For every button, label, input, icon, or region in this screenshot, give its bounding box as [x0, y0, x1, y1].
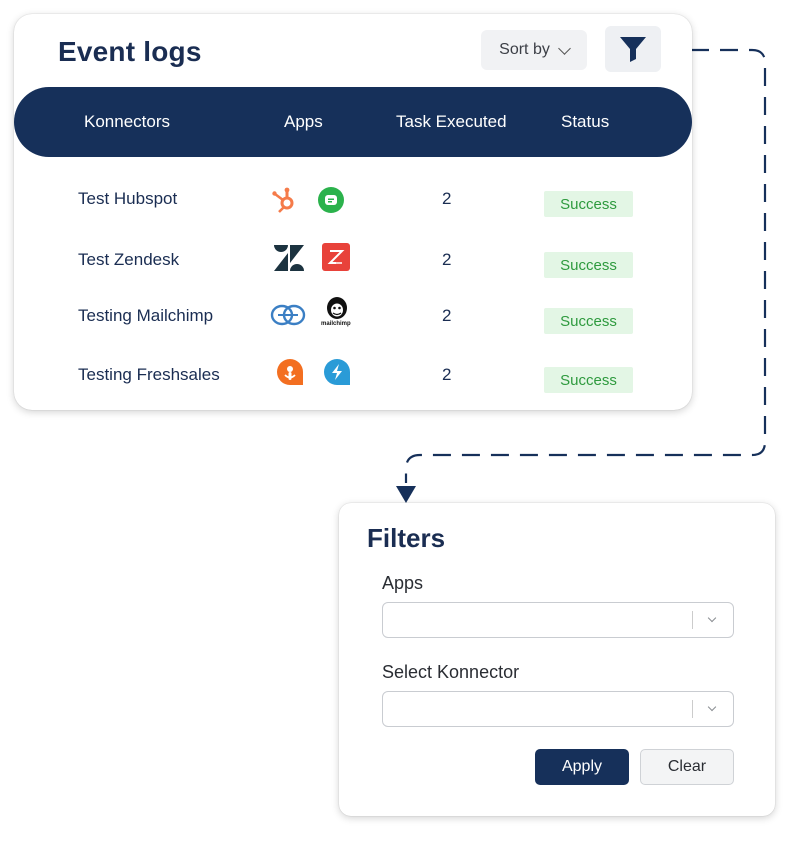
clear-button[interactable]: Clear	[640, 749, 734, 785]
apply-button[interactable]: Apply	[535, 749, 629, 785]
konnector-name: Testing Mailchimp	[78, 306, 214, 325]
zendesk-icon	[274, 245, 304, 271]
filter-icon	[620, 37, 646, 62]
filter-button[interactable]	[605, 26, 661, 72]
konnector-name: Test Hubspot	[78, 189, 178, 208]
konnector-name: Testing Freshsales	[78, 365, 220, 384]
page-title: Event logs	[58, 36, 202, 67]
chevron-down-icon	[707, 702, 717, 712]
task-count: 2	[442, 189, 452, 208]
table-row[interactable]: Testing Freshsales 2 Success	[14, 355, 692, 395]
task-count: 2	[442, 306, 452, 325]
hubspot-icon	[272, 187, 294, 213]
sync-icon	[270, 304, 306, 326]
table-row[interactable]: Test Hubspot 2 Success	[14, 179, 692, 219]
status-badge: Success	[544, 252, 633, 278]
apps-label: Apps	[382, 573, 424, 593]
mailchimp-wordmark: mailchimp	[321, 321, 351, 327]
freshsales-icon	[277, 359, 303, 385]
select-divider	[692, 611, 693, 629]
apps-select[interactable]	[382, 602, 734, 638]
status-badge: Success	[544, 191, 633, 217]
freshchat-icon	[318, 187, 344, 213]
column-header-konnectors: Konnectors	[84, 112, 170, 131]
filters-panel: Filters Apps Select Konnector Apply Clea…	[339, 503, 775, 816]
table-row[interactable]: Test Zendesk 2 Success	[14, 240, 692, 280]
event-logs-card: Event logs Sort by Konnectors Apps Task …	[14, 14, 692, 410]
konnector-label: Select Konnector	[382, 662, 520, 682]
konnector-name: Test Zendesk	[78, 250, 180, 269]
chevron-down-icon	[707, 613, 717, 623]
status-badge: Success	[544, 367, 633, 393]
column-header-status: Status	[561, 112, 610, 131]
filters-title: Filters	[367, 523, 446, 553]
status-badge: Success	[544, 308, 633, 334]
mailchimp-icon: mailchimp	[321, 294, 352, 334]
column-header-task-executed: Task Executed	[396, 112, 507, 131]
sort-by-button[interactable]: Sort by	[481, 30, 587, 70]
column-header-apps: Apps	[284, 112, 323, 131]
chevron-down-icon	[557, 41, 571, 55]
task-count: 2	[442, 250, 452, 269]
konnector-select[interactable]	[382, 691, 734, 727]
table-row[interactable]: Testing Mailchimp mailchimp 2 Success	[14, 296, 692, 336]
table-header: Konnectors Apps Task Executed Status	[14, 87, 692, 157]
zoho-icon	[322, 243, 350, 271]
freshdesk-icon	[324, 359, 350, 385]
sort-by-label: Sort by	[499, 41, 550, 58]
mailchimp-logo-icon	[327, 297, 347, 319]
select-divider	[692, 700, 693, 718]
task-count: 2	[442, 365, 452, 384]
